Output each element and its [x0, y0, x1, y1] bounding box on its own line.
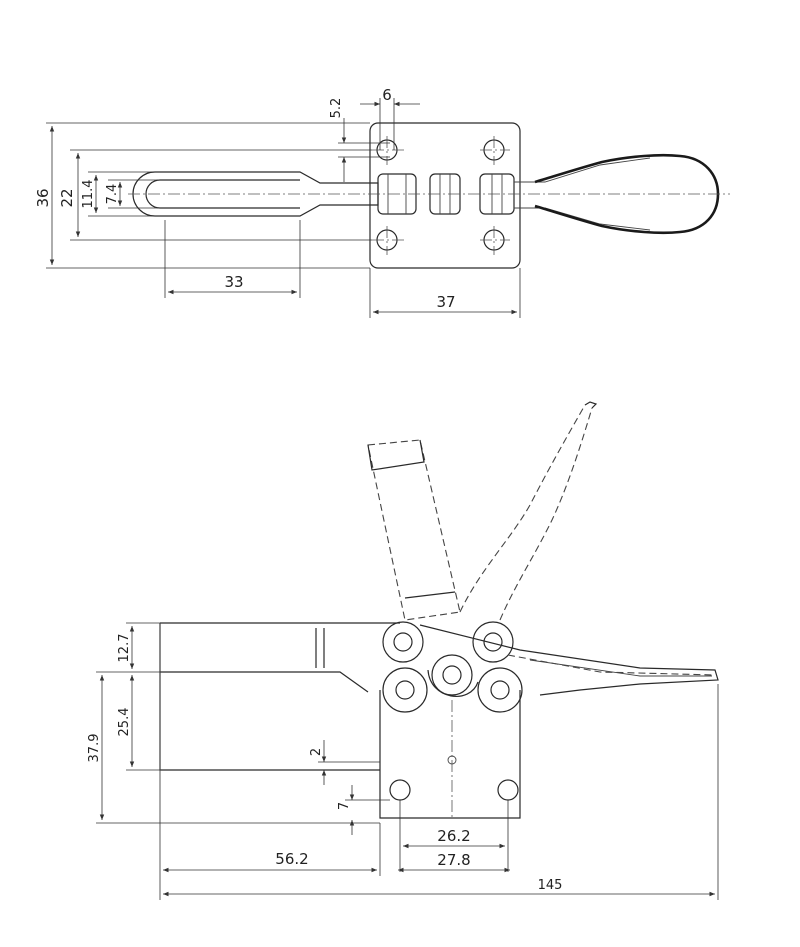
dim-7-4: 7.4 — [105, 179, 160, 209]
dim-145: 145 — [159, 684, 719, 900]
dim-7-4-label: 7.4 — [105, 184, 120, 205]
dim-12-7-label: 12.7 — [117, 634, 132, 663]
dim-27-8-label: 27.8 — [437, 851, 470, 869]
dim-56-2-label: 56.2 — [275, 850, 308, 868]
dim-7: 7 — [337, 785, 390, 835]
dim-22: 22 — [58, 149, 372, 241]
dim-56-2: 56.2 — [163, 823, 381, 876]
dim-145-label: 145 — [538, 878, 563, 893]
spindle-arm-top — [132, 171, 379, 217]
dim-37-9: 37.9 — [87, 671, 380, 824]
base-plate-top — [369, 122, 521, 269]
dim-5-2: 5.2 — [329, 98, 390, 182]
dim-7-label: 7 — [337, 802, 352, 810]
body-plate-side — [379, 690, 521, 820]
dim-25-4: 25.4 — [117, 675, 160, 771]
dim-26-2: 26.2 — [399, 800, 509, 872]
dim-37-9-label: 37.9 — [87, 734, 102, 763]
mounting-holes-top — [372, 136, 510, 255]
dim-6-label: 6 — [382, 86, 392, 104]
dim-11-4: 11.4 — [81, 171, 160, 217]
dim-11-4-label: 11.4 — [81, 180, 96, 209]
dim-37-label: 37 — [436, 293, 455, 311]
pivot-circles-side — [382, 621, 523, 713]
dim-36: 36 — [34, 122, 370, 269]
dim-2-label: 2 — [309, 748, 324, 756]
dim-2: 2 — [309, 740, 380, 785]
dim-5-2-label: 5.2 — [329, 98, 344, 119]
dim-6: 6 — [360, 86, 420, 150]
top-view: 36 22 11.4 7.4 5.2 — [34, 86, 730, 318]
dim-36-label: 36 — [34, 188, 52, 207]
handle-closed — [419, 624, 719, 696]
dim-37: 37 — [369, 268, 521, 318]
spindle-arm-side — [159, 622, 400, 823]
dim-33: 33 — [164, 220, 301, 298]
dim-26-2-label: 26.2 — [437, 827, 470, 845]
dim-33-label: 33 — [224, 273, 243, 291]
spindle-arm-open — [367, 439, 461, 621]
side-view: 12.7 25.4 37.9 2 7 — [87, 401, 719, 900]
dim-12-7: 12.7 — [117, 622, 160, 673]
dim-27-8: 27.8 — [398, 851, 510, 873]
dim-25-4-label: 25.4 — [117, 708, 132, 737]
dim-22-label: 22 — [58, 188, 76, 207]
handle-open — [459, 401, 598, 621]
